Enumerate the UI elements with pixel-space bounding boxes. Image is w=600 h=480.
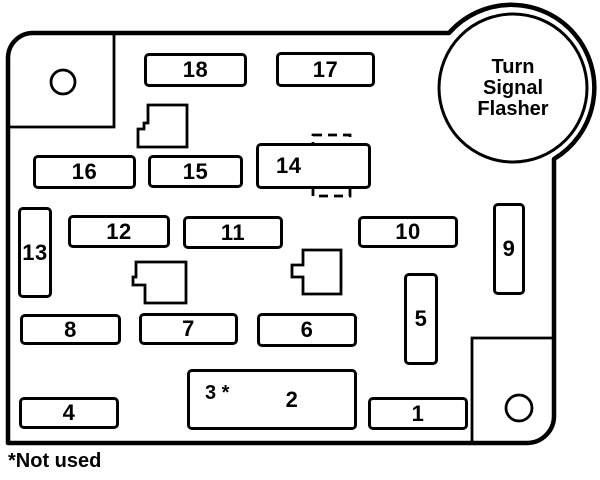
fuse-3-label: 3 * (205, 381, 230, 404)
fuse-5-label: 5 (414, 306, 428, 331)
fuse-16: 16 (33, 155, 136, 189)
fuse-12: 12 (68, 215, 170, 248)
fuse-11-label: 11 (220, 219, 246, 245)
fuse-6-label: 6 (300, 317, 314, 342)
fuse-18-label: 18 (182, 57, 209, 82)
fuse-5: 5 (404, 273, 438, 365)
fuse-2: 2 (187, 369, 357, 430)
fuse-8-label: 8 (64, 316, 77, 342)
relay-outline-upper (136, 103, 189, 149)
fuse-12-label: 12 (106, 218, 132, 244)
fuse-10: 10 (358, 216, 458, 248)
fuse-13: 13 (18, 207, 52, 298)
fuse-17: 17 (276, 52, 375, 87)
fuse-14-label: 14 (276, 153, 302, 178)
fuse-10-label: 10 (395, 219, 421, 244)
fuse-1-label: 1 (411, 400, 425, 426)
fuse-9: 9 (493, 203, 525, 295)
fuse-15: 15 (148, 155, 243, 188)
fuse-7: 7 (139, 313, 238, 345)
turn-signal-flasher-label: Turn Signal Flasher (477, 55, 549, 120)
fuse-9-label: 9 (502, 236, 516, 261)
fuse-8: 8 (20, 314, 121, 345)
mounting-tab-bottom-right (470, 336, 553, 442)
fuse-16-label: 16 (71, 159, 98, 184)
fuse-11: 11 (183, 216, 283, 249)
fuse-14: 14 (256, 143, 371, 189)
fuse-1: 1 (368, 397, 468, 430)
turn-signal-flasher-circle (437, 12, 589, 164)
fuse-box-outline (5, 2, 597, 446)
relay-outline-middle (131, 260, 188, 305)
footnote-not-used: *Not used (8, 450, 102, 472)
mounting-hole-bottom-right (504, 393, 534, 423)
fuse-17-label: 17 (312, 56, 339, 82)
fuse-18: 18 (144, 53, 247, 87)
fuse-13-label: 13 (22, 239, 48, 265)
fuse-2-label: 2 (285, 386, 299, 412)
fuse-4-label: 4 (62, 400, 76, 425)
fuse-7-label: 7 (182, 316, 195, 341)
mounting-hole-top-left (49, 68, 77, 96)
fuse-6: 6 (257, 313, 357, 347)
relay-outline-right (290, 248, 343, 296)
fuse-4: 4 (19, 397, 119, 429)
fuse-15-label: 15 (182, 158, 209, 184)
mounting-tab-top-left (9, 34, 116, 129)
